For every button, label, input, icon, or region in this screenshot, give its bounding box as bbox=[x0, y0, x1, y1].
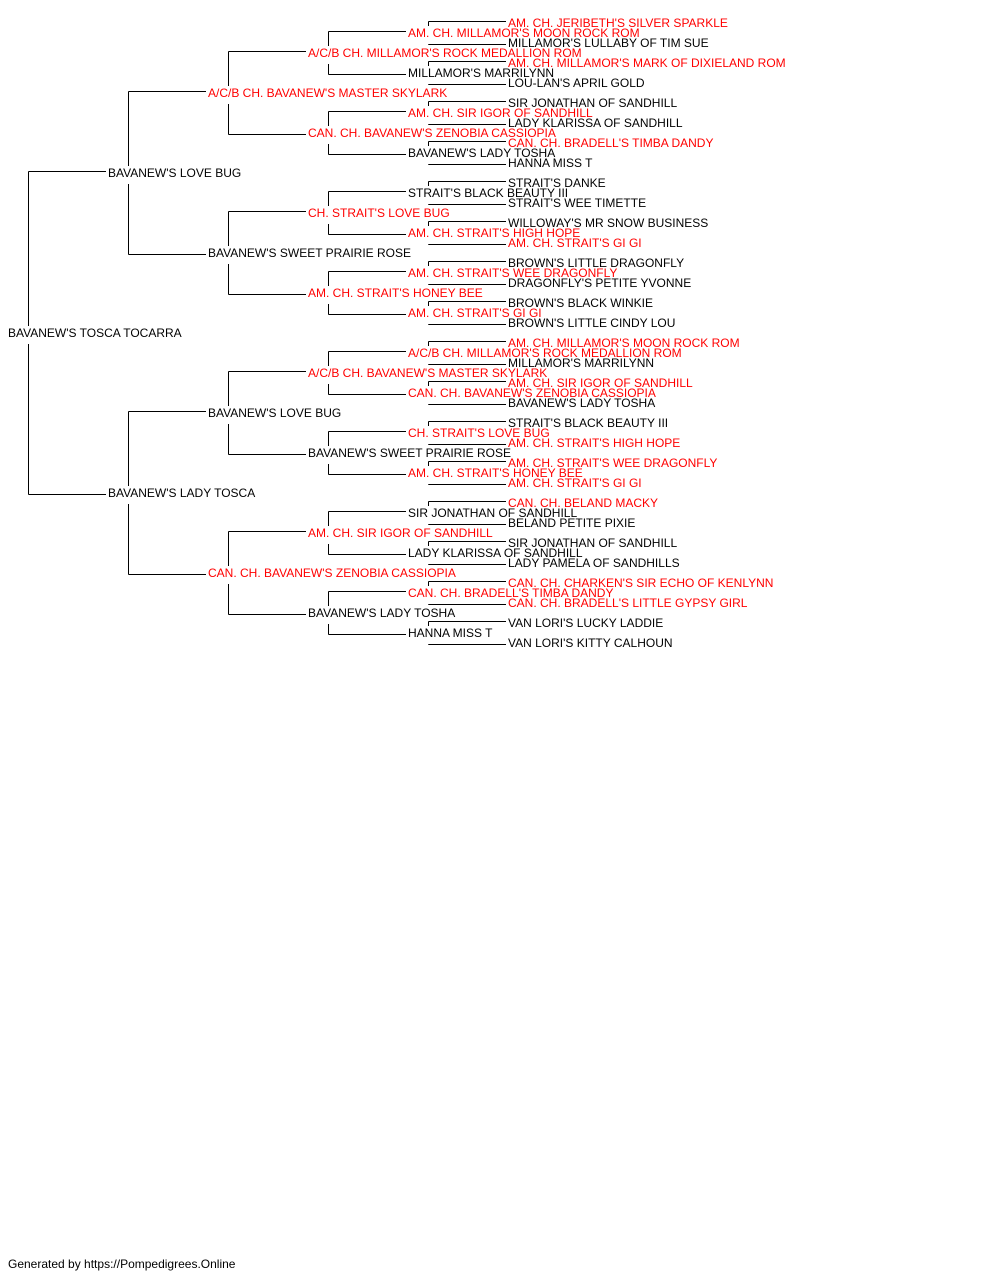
dog-name-gen5: LADY KLARISSA OF SANDHILL bbox=[508, 116, 683, 130]
dog-name-gen5: AM. CH. SIR IGOR OF SANDHILL bbox=[508, 376, 693, 390]
dog-name-gen5: SIR JONATHAN OF SANDHILL bbox=[508, 96, 678, 110]
dog-name-gen4: BAVANEW'S LADY TOSHA bbox=[408, 146, 556, 160]
dog-name-gen5: DRAGONFLY'S PETITE YVONNE bbox=[508, 276, 692, 290]
dog-name-gen4: AM. CH. STRAIT'S GI GI bbox=[408, 306, 542, 320]
dog-name-gen5: LADY PAMELA OF SANDHILLS bbox=[508, 556, 680, 570]
dog-name-gen4: AM. CH. STRAIT'S HONEY BEE bbox=[408, 466, 583, 480]
dog-name-gen5: LOU-LAN'S APRIL GOLD bbox=[508, 76, 645, 90]
dog-name-gen4: HANNA MISS T bbox=[408, 626, 493, 640]
dog-name-gen4: AM. CH. STRAIT'S WEE DRAGONFLY bbox=[408, 266, 618, 280]
dog-name-gen3: A/C/B CH. MILLAMOR'S ROCK MEDALLION ROM bbox=[308, 46, 582, 60]
dog-name-gen5: AM. CH. STRAIT'S HIGH HOPE bbox=[508, 436, 681, 450]
dog-name-gen5: BROWN'S LITTLE CINDY LOU bbox=[508, 316, 676, 330]
dog-name-gen1: BAVANEW'S LOVE BUG bbox=[108, 166, 242, 180]
dog-name-gen4: LADY KLARISSA OF SANDHILL bbox=[408, 546, 583, 560]
dog-name-gen3: BAVANEW'S LADY TOSHA bbox=[308, 606, 456, 620]
dog-name-gen3: BAVANEW'S SWEET PRAIRIE ROSE bbox=[308, 446, 511, 460]
dog-name-gen5: HANNA MISS T bbox=[508, 156, 593, 170]
dog-name-gen0: BAVANEW'S TOSCA TOCARRA bbox=[8, 326, 182, 340]
footer-credit: Generated by https://Pompedigrees.Online bbox=[8, 1257, 236, 1271]
dog-name-gen4: MILLAMOR'S MARRILYNN bbox=[408, 66, 555, 80]
dog-name-gen5: STRAIT'S DANKE bbox=[508, 176, 606, 190]
dog-name-gen5: AM. CH. STRAIT'S GI GI bbox=[508, 476, 642, 490]
dog-name-gen3: A/C/B CH. BAVANEW'S MASTER SKYLARK bbox=[308, 366, 548, 380]
dog-name-gen5: BROWN'S BLACK WINKIE bbox=[508, 296, 653, 310]
dog-name-gen3: CAN. CH. BAVANEW'S ZENOBIA CASSIOPIA bbox=[308, 126, 556, 140]
dog-name-gen4: STRAIT'S BLACK BEAUTY III bbox=[408, 186, 569, 200]
dog-name-gen4: CAN. CH. BRADELL'S TIMBA DANDY bbox=[408, 586, 614, 600]
dog-name-gen5: CAN. CH. BELAND MACKY bbox=[508, 496, 659, 510]
dog-name-gen5: SIR JONATHAN OF SANDHILL bbox=[508, 536, 678, 550]
dog-name-gen5: AM. CH. MILLAMOR'S MARK OF DIXIELAND ROM bbox=[508, 56, 786, 70]
dog-name-gen2: CAN. CH. BAVANEW'S ZENOBIA CASSIOPIA bbox=[208, 566, 456, 580]
dog-name-gen5: BROWN'S LITTLE DRAGONFLY bbox=[508, 256, 685, 270]
dog-name-gen3: CH. STRAIT'S LOVE BUG bbox=[308, 206, 450, 220]
dog-name-gen5: VAN LORI'S LUCKY LADDIE bbox=[508, 616, 664, 630]
dog-name-gen5: VAN LORI'S KITTY CALHOUN bbox=[508, 636, 673, 650]
dog-name-gen5: CAN. CH. BRADELL'S TIMBA DANDY bbox=[508, 136, 714, 150]
dog-name-gen2: BAVANEW'S LOVE BUG bbox=[208, 406, 342, 420]
dog-name-gen5: AM. CH. STRAIT'S WEE DRAGONFLY bbox=[508, 456, 718, 470]
dog-name-gen5: BELAND PETITE PIXIE bbox=[508, 516, 636, 530]
dog-name-gen4: AM. CH. SIR IGOR OF SANDHILL bbox=[408, 106, 593, 120]
dog-name-gen5: MILLAMOR'S LULLABY OF TIM SUE bbox=[508, 36, 709, 50]
dog-name-gen5: AM. CH. STRAIT'S GI GI bbox=[508, 236, 642, 250]
dog-name-gen5: WILLOWAY'S MR SNOW BUSINESS bbox=[508, 216, 709, 230]
dog-name-gen1: BAVANEW'S LADY TOSCA bbox=[108, 486, 256, 500]
dog-name-gen4: SIR JONATHAN OF SANDHILL bbox=[408, 506, 578, 520]
dog-name-gen3: AM. CH. SIR IGOR OF SANDHILL bbox=[308, 526, 493, 540]
dog-name-gen2: A/C/B CH. BAVANEW'S MASTER SKYLARK bbox=[208, 86, 448, 100]
dog-name-gen5: CAN. CH. CHARKEN'S SIR ECHO OF KENLYNN bbox=[508, 576, 774, 590]
dog-name-gen5: BAVANEW'S LADY TOSHA bbox=[508, 396, 656, 410]
dog-name-gen4: CAN. CH. BAVANEW'S ZENOBIA CASSIOPIA bbox=[408, 386, 656, 400]
dog-name-gen5: MILLAMOR'S MARRILYNN bbox=[508, 356, 655, 370]
dog-name-gen4: CH. STRAIT'S LOVE BUG bbox=[408, 426, 550, 440]
dog-name-gen2: BAVANEW'S SWEET PRAIRIE ROSE bbox=[208, 246, 411, 260]
dog-name-gen5: AM. CH. JERIBETH'S SILVER SPARKLE bbox=[508, 16, 728, 30]
dog-name-gen4: AM. CH. MILLAMOR'S MOON ROCK ROM bbox=[408, 26, 640, 40]
dog-name-gen3: AM. CH. STRAIT'S HONEY BEE bbox=[308, 286, 483, 300]
dog-name-gen5: AM. CH. MILLAMOR'S MOON ROCK ROM bbox=[508, 336, 740, 350]
dog-name-gen5: CAN. CH. BRADELL'S LITTLE GYPSY GIRL bbox=[508, 596, 748, 610]
dog-name-gen5: STRAIT'S WEE TIMETTE bbox=[508, 196, 647, 210]
dog-name-gen4: AM. CH. STRAIT'S HIGH HOPE bbox=[408, 226, 581, 240]
dog-name-gen4: A/C/B CH. MILLAMOR'S ROCK MEDALLION ROM bbox=[408, 346, 682, 360]
dog-name-gen5: STRAIT'S BLACK BEAUTY III bbox=[508, 416, 669, 430]
